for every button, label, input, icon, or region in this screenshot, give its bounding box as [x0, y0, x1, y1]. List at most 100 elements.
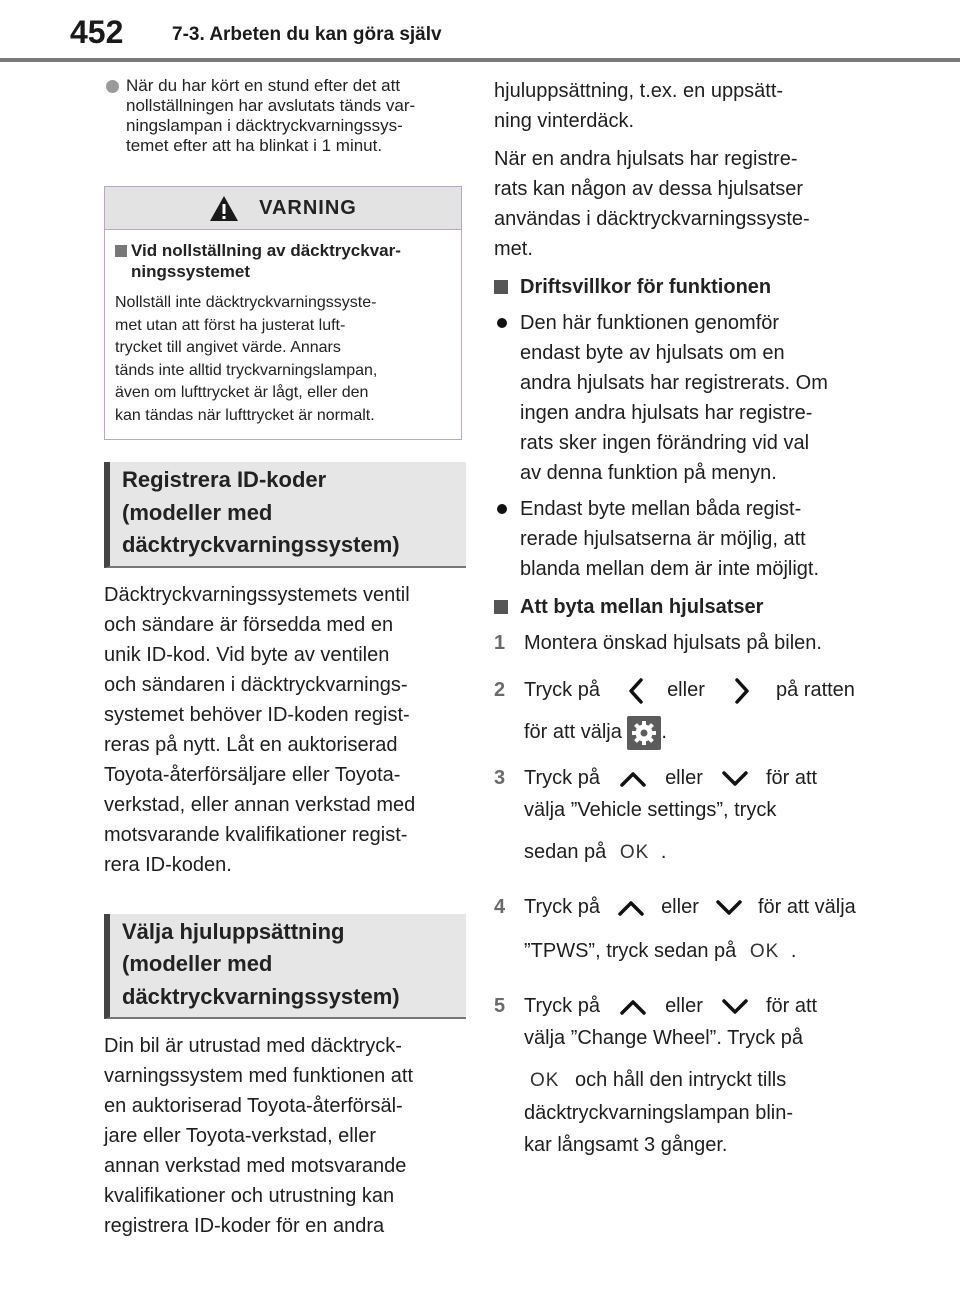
warning-box: VARNING Vid nollställning av däcktryckva… — [104, 186, 462, 440]
bullet-dot-icon — [106, 80, 119, 93]
ok-button-glyph: OK — [530, 1070, 560, 1091]
bullet-line: ingen andra hjulsats har registre- — [520, 402, 813, 424]
bullet-item: Endast byte mellan båda regist- rerade h… — [494, 494, 864, 584]
step-text: Tryck på — [524, 896, 600, 918]
step-text: för att — [765, 767, 818, 789]
warning-subheading: Vid nollställning av däcktryckvar- nings… — [115, 240, 451, 282]
step-5: 5 Tryck på eller för att välja ”Change W… — [494, 990, 864, 1161]
warning-triangle-icon — [210, 195, 239, 221]
bullet-line: rerade hjulsatserna är möjlig, att — [520, 528, 806, 550]
paragraph-second-set: När en andra hjulsats har registre- rats… — [494, 144, 864, 264]
step-text: . — [660, 841, 667, 863]
warning-subheading-line: Vid nollställning av däcktryckvar- — [131, 241, 401, 260]
step-3: 3 Tryck på eller för att välja ”Vehicle … — [494, 762, 864, 869]
bullet-dot-icon — [497, 318, 507, 328]
warning-body: Vid nollställning av däcktryckvar- nings… — [105, 230, 461, 439]
step-text: eller — [661, 896, 699, 918]
step-number: 5 — [494, 995, 506, 1017]
note-line: När du har kört en stund efter det att — [126, 76, 401, 95]
step-line: för att välja . — [524, 714, 864, 750]
step-number: 1 — [494, 632, 506, 654]
paragraph-line: rera ID-koden. — [104, 853, 232, 876]
step-text: kar långsamt 3 gånger. — [524, 1134, 728, 1156]
step-text: däcktryckvarningslampan blin- — [524, 1102, 794, 1124]
step-line: Tryck på eller för att välja — [524, 891, 864, 923]
paragraph-line: verkstad, eller annan verkstad med — [104, 793, 416, 816]
section-heading-select-wheels: Välja hjuluppsättning (modeller med däck… — [104, 913, 466, 1019]
paragraph-line: reras på nytt. Låt en auktoriserad — [104, 733, 398, 756]
warning-text-line: Nollställ inte däcktryckvarningssyste- — [115, 294, 377, 311]
page-number: 452 — [70, 14, 124, 50]
bullet-line: blanda mellan dem är inte möjligt. — [520, 558, 820, 580]
heading-line: Välja hjuluppsättning — [122, 918, 345, 944]
warning-header: VARNING — [105, 187, 461, 230]
heading-line: däcktryckvarningssystem) — [122, 983, 400, 1009]
subheading-conditions: Driftsvillkor för funktionen — [494, 272, 864, 302]
paragraph-line: Däcktryckvarningssystemets ventil — [104, 583, 410, 606]
paragraph-line: systemet behöver ID-koden regist- — [104, 703, 410, 726]
square-bullet-icon — [115, 245, 127, 257]
warning-text-line: tänds inte alltid tryckvarningslampan, — [115, 361, 378, 379]
section-heading-register: Registrera ID-koder (modeller med däcktr… — [104, 462, 466, 568]
step-line: Tryck på eller för att — [524, 990, 864, 1022]
paragraph-line: och sändare är försedda med en — [104, 613, 394, 636]
left-column: När du har kört en stund efter det att n… — [104, 76, 466, 1241]
ok-button-glyph: OK — [619, 842, 650, 863]
step-text: . — [790, 940, 797, 962]
step-1: 1 Montera önskad hjulsats på bilen. — [494, 626, 864, 660]
warning-label: VARNING — [259, 196, 357, 219]
paragraph-continued: hjuluppsättning, t.ex. en uppsätt- ning … — [494, 76, 864, 136]
bullet-line: Endast byte mellan båda regist- — [520, 498, 802, 520]
step-text: Tryck på — [524, 767, 600, 789]
bullet-dot-icon — [497, 504, 507, 514]
bullet-item: Den här funktionen genomför endast byte … — [494, 308, 864, 488]
chevron-left-icon — [628, 677, 643, 704]
chevron-down-icon — [722, 770, 749, 786]
step-text: Tryck på — [524, 679, 600, 701]
bullet-line: rats sker ingen förändring vid val — [520, 432, 810, 454]
step-number: 4 — [494, 896, 506, 918]
step-line: sedan på OK . — [524, 836, 864, 869]
step-text: och håll den intryckt tills — [575, 1069, 787, 1091]
warning-subheading-line: ningssystemet — [131, 262, 251, 281]
step-text: . — [661, 721, 667, 743]
step-text: Tryck på — [524, 995, 600, 1017]
paragraph-line: met. — [494, 238, 533, 260]
chevron-up-icon — [617, 900, 644, 916]
ok-button-glyph: OK — [749, 941, 780, 962]
step-text: eller — [665, 995, 703, 1017]
step-text: på ratten — [775, 679, 855, 701]
square-bullet-icon — [494, 600, 508, 614]
step-number: 3 — [494, 767, 506, 789]
step-text: för att — [765, 995, 818, 1017]
note-line: temet efter att ha blinkat i 1 minut. — [126, 136, 383, 155]
heading-line: däcktryckvarningssystem) — [122, 532, 400, 557]
bullet-line: Den här funktionen genomför — [520, 312, 780, 334]
step-text: för att välja — [524, 721, 622, 743]
section-title: 7-3. Arbeten du kan göra själv — [172, 24, 442, 45]
chevron-down-icon — [722, 998, 749, 1014]
step-text: välja ”Vehicle settings”, tryck — [524, 799, 777, 821]
paragraph-line: annan verkstad med motsvarande — [104, 1155, 407, 1177]
step-text: eller — [665, 767, 703, 789]
chevron-up-icon — [619, 771, 646, 787]
paragraph-line: hjuluppsättning, t.ex. en uppsätt- — [494, 80, 784, 102]
paragraph-line: unik ID-kod. Vid byte av ventilen — [104, 643, 390, 666]
step-line: Tryck på eller för att — [524, 762, 864, 794]
bullet-line: endast byte av hjulsats om en — [520, 342, 785, 364]
paragraph-line: motsvarande kvalifikationer regist- — [104, 823, 408, 846]
heading-line: Registrera ID-koder — [122, 467, 327, 492]
warning-text-line: met utan att först ha justerat luft- — [115, 316, 346, 334]
step-text: sedan på — [524, 841, 607, 863]
settings-gear-icon — [627, 715, 662, 750]
subheading-switch: Att byta mellan hjulsatser — [494, 592, 864, 622]
warning-text-line: trycket till angivet värde. Annars — [115, 339, 341, 356]
paragraph-line: jare eller Toyota-verkstad, eller — [104, 1125, 376, 1147]
step-4: 4 Tryck på eller för att välja ”TPWS”, t… — [494, 891, 864, 968]
warning-text-line: även om lufttrycket är lågt, eller den — [115, 384, 369, 401]
chevron-up-icon — [619, 999, 646, 1015]
step-text: Montera önskad hjulsats på bilen. — [524, 632, 822, 654]
paragraph-line: Din bil är utrustad med däcktryck- — [104, 1035, 402, 1057]
paragraph-line: en auktoriserad Toyota-återförsäl- — [104, 1095, 403, 1117]
paragraph-line: kvalifikationer och utrustning kan — [104, 1185, 395, 1207]
